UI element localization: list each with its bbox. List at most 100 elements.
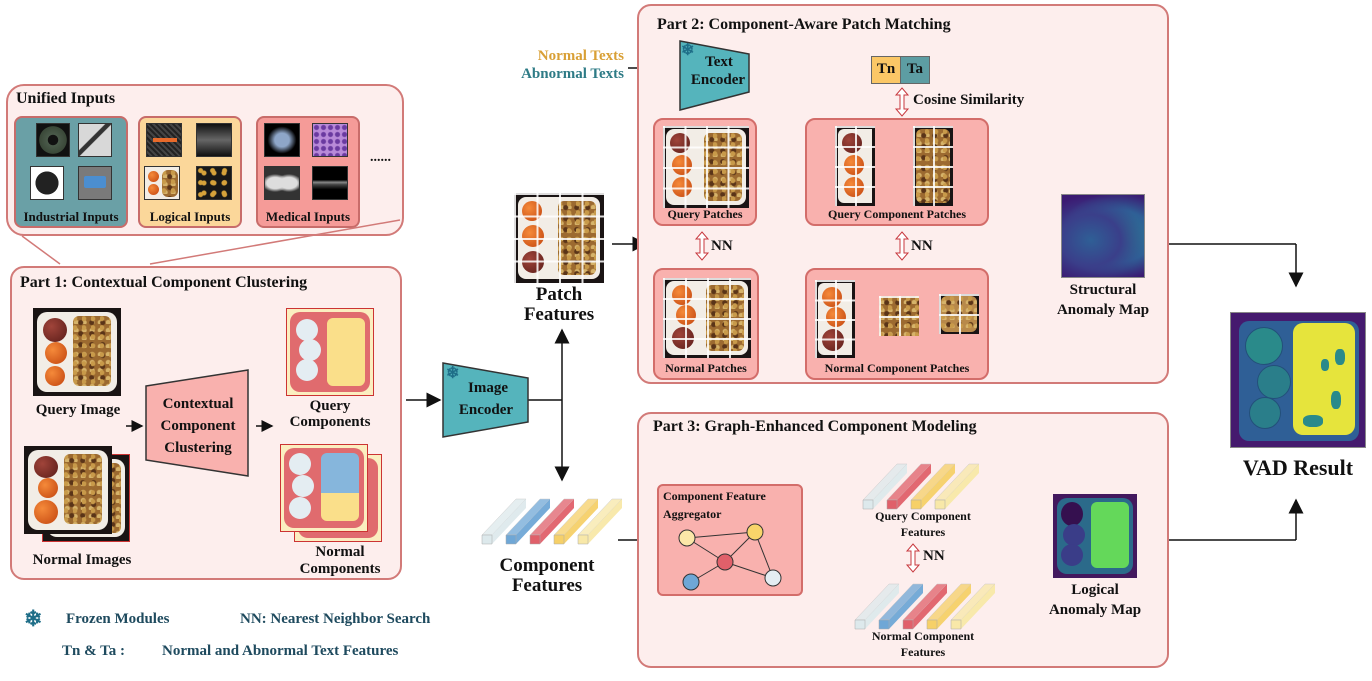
feature-bar — [553, 498, 599, 545]
double-arrow-shape — [894, 87, 910, 117]
component-feature-aggregator: Component Feature Aggregator — [657, 484, 803, 596]
feature-bar — [934, 463, 980, 510]
legend-tn-ta-key: Tn & Ta : — [62, 643, 125, 659]
patch-features-grid — [514, 193, 604, 283]
feature-bar — [910, 463, 956, 510]
logical-anomaly-map — [1053, 494, 1137, 578]
double-arrow-shape — [894, 231, 910, 261]
part3-title: Part 3: Graph-Enhanced Component Modelin… — [653, 418, 977, 435]
legend-nn: NN: Nearest Neighbor Search — [240, 611, 431, 627]
image-encoder-snowflake-icon: ❄ — [446, 365, 460, 382]
medical-thumb-oct — [312, 166, 348, 200]
normal-image-front — [24, 446, 112, 534]
feature-bar — [481, 498, 527, 545]
image-encoder-label-line1: Image — [468, 380, 508, 396]
clustering-block-line3: Clustering — [164, 440, 232, 456]
double-arrow-shape — [905, 543, 921, 573]
nn1-double-arrow-icon — [694, 231, 710, 261]
query-component-patches-box: Query Component Patches — [805, 118, 989, 226]
feature-bar — [950, 583, 996, 630]
industrial-thumb-nut — [36, 123, 70, 157]
component-features-label-line2: Features — [511, 575, 583, 596]
logical-thumb-cable — [146, 123, 182, 157]
query-image — [33, 308, 121, 396]
aggregator-label-line2: Aggregator — [663, 507, 722, 521]
graph-node — [716, 553, 734, 571]
medical-thumb-brain — [264, 123, 300, 157]
more-inputs-ellipsis: ...... — [370, 150, 391, 165]
legend-snowflake-icon: ❄ — [24, 606, 43, 631]
logical-inputs-label: Logical Inputs — [149, 209, 231, 224]
structural-anomaly-map — [1061, 194, 1145, 278]
query-component-features-bars — [862, 463, 980, 510]
graph-diagram — [678, 523, 782, 591]
industrial-inputs-group: Industrial Inputs — [14, 116, 128, 228]
query-component-patches-label: Query Component Patches — [828, 207, 966, 221]
clustering-block-line2: Component — [160, 418, 236, 434]
industrial-thumb-screw — [78, 123, 112, 157]
image-encoder-label-line2: Encoder — [458, 402, 514, 418]
part1-panel: Part 1: Contextual Component Clustering … — [10, 266, 402, 580]
normal-component-features-bars — [854, 583, 996, 630]
logical-map-label-line2: Anomaly Map — [1048, 602, 1142, 618]
graph-node — [678, 529, 696, 547]
part3-panel: Part 3: Graph-Enhanced Component Modelin… — [637, 412, 1169, 668]
text-encoder-label-line2: Encoder — [690, 72, 746, 88]
image-encoder-block — [442, 362, 529, 438]
normal-images-label: Normal Images — [32, 552, 132, 568]
tn-label: Tn — [876, 61, 896, 77]
nn1-label: NN — [711, 238, 733, 254]
medical-inputs-group: Medical Inputs — [256, 116, 360, 228]
normal-component-features-label-line1: Normal Component — [871, 629, 975, 643]
feature-bar — [854, 583, 900, 630]
clustering-block-line1: Contextual — [162, 396, 234, 412]
nn2-label: NN — [911, 238, 933, 254]
graph-node — [746, 523, 764, 541]
text-encoder-label-line1: Text — [705, 54, 733, 70]
structural-map-label-line1: Structural — [1069, 282, 1137, 298]
normal-components-map-front — [280, 444, 368, 532]
medical-thumb-xray — [264, 166, 300, 200]
query-patches-box: Query Patches — [653, 118, 757, 226]
normal-components-label-line2: Components — [299, 561, 381, 577]
tn-feature: Tn — [871, 56, 901, 84]
feature-bar — [577, 498, 623, 545]
normal-component-features-label-line2: Features — [900, 645, 946, 659]
ta-feature: Ta — [900, 56, 930, 84]
industrial-inputs-label: Industrial Inputs — [23, 209, 119, 224]
feature-bar — [878, 583, 924, 630]
medical-thumb-histology — [312, 123, 348, 157]
clustering-block — [145, 369, 249, 477]
unified-inputs-title: Unified Inputs — [16, 90, 116, 107]
legend-tn-ta-value: Normal and Abnormal Text Features — [162, 643, 399, 659]
graph-node — [764, 569, 782, 587]
vad-result-label: VAD Result — [1242, 455, 1354, 480]
feature-bar — [529, 498, 575, 545]
feature-bar — [886, 463, 932, 510]
component-features-label-line1: Component — [499, 555, 595, 576]
nn3-label: NN — [923, 548, 945, 564]
logical-thumb-breakfast — [144, 166, 180, 200]
normal-texts-label: Normal Texts — [537, 48, 624, 64]
feature-bar — [926, 583, 972, 630]
cosine-similarity-label: Cosine Similarity — [913, 92, 1025, 108]
query-component-features-label-line2: Features — [900, 525, 946, 539]
nn3-double-arrow-icon — [905, 543, 921, 573]
query-image-label: Query Image — [35, 402, 121, 418]
query-components-label-line1: Query — [309, 398, 351, 414]
normal-patches-label: Normal Patches — [665, 361, 747, 375]
double-arrow-shape — [694, 231, 710, 261]
structural-map-label-line2: Anomaly Map — [1056, 302, 1150, 318]
industrial-thumb-bottle — [30, 166, 64, 200]
query-components-label-line2: Components — [289, 414, 371, 430]
part2-panel: Part 2: Component-Aware Patch Matching ❄… — [637, 4, 1169, 384]
query-patches-label: Query Patches — [667, 207, 743, 221]
part1-arrows — [126, 420, 274, 432]
normal-patches-box: Normal Patches — [653, 268, 759, 380]
normal-component-patches-box: Normal Component Patches — [805, 268, 989, 380]
logical-map-label-line1: Logical — [1071, 582, 1119, 598]
feature-bar — [505, 498, 551, 545]
patch-features-label-line2: Features — [523, 304, 595, 325]
component-features-bars — [481, 498, 623, 545]
query-components-map — [286, 308, 374, 396]
